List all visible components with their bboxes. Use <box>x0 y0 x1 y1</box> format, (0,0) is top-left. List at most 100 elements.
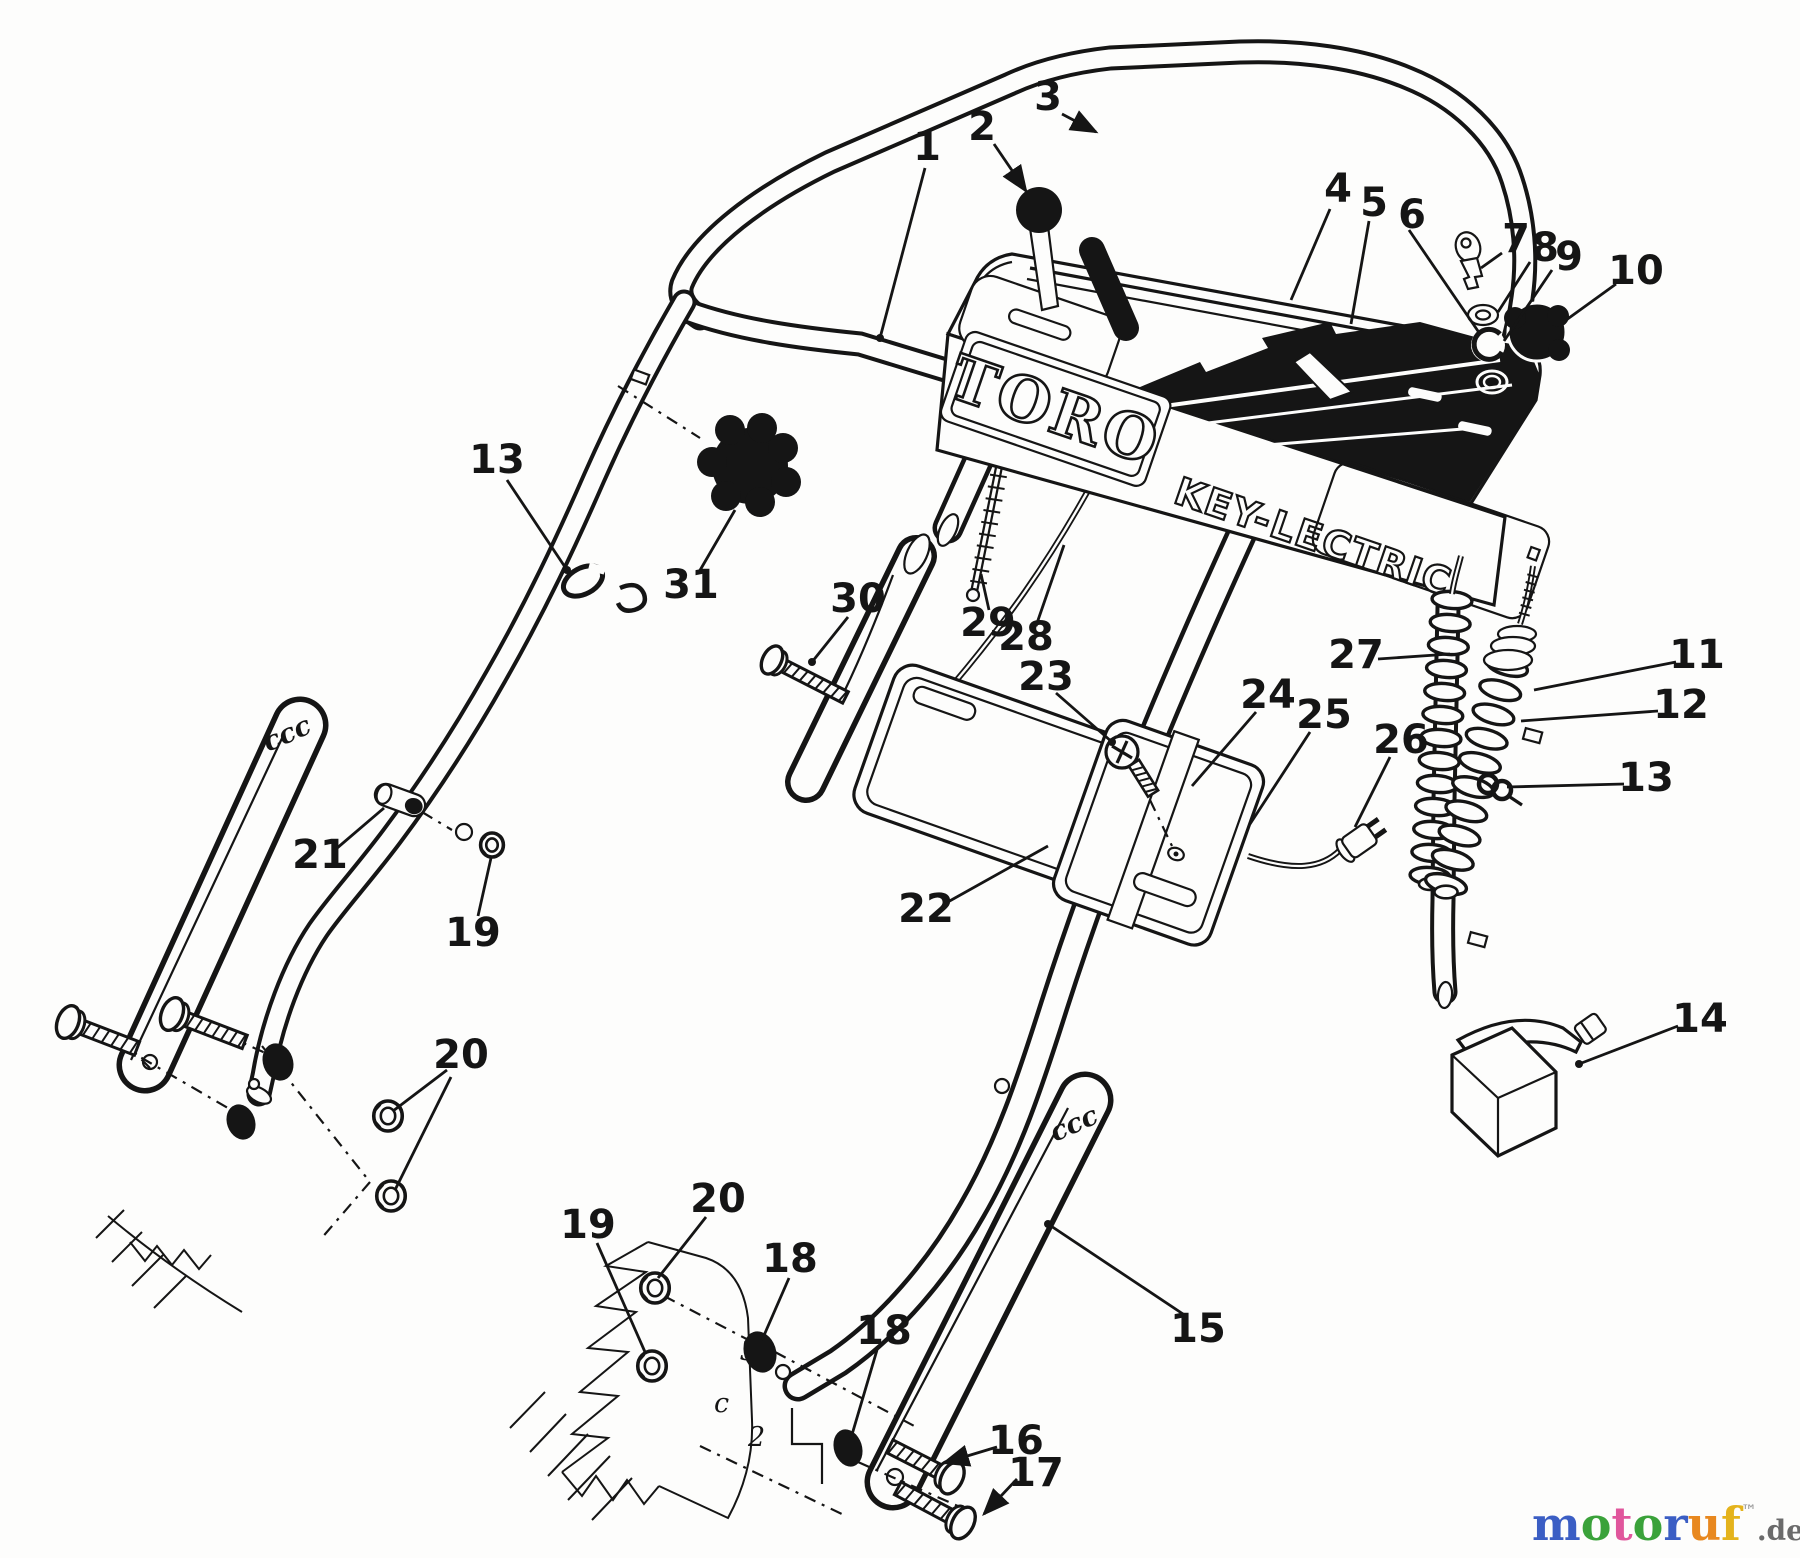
thread-tick <box>939 1507 951 1520</box>
bolt <box>884 1437 966 1496</box>
thread-tick <box>978 532 996 538</box>
left-lower-handle-tube <box>245 289 697 1107</box>
flange-nut <box>638 1271 672 1305</box>
battery-box <box>852 663 1266 947</box>
middle-hardware <box>635 644 977 1541</box>
callout-6: 6 <box>1398 192 1426 238</box>
callout-4: 4 <box>1324 166 1352 212</box>
pivot-pin-21 <box>373 782 474 842</box>
thread-tick <box>798 670 809 682</box>
j-hook <box>615 582 648 613</box>
tube-open-end <box>1436 980 1454 1010</box>
interlock-switch-box <box>1450 1012 1607 1158</box>
thread-tick <box>929 1463 940 1476</box>
cable-tab <box>629 368 651 386</box>
bolt <box>158 995 250 1051</box>
flange-nut <box>635 1349 669 1383</box>
indicator-wedge <box>1292 350 1354 402</box>
box-slot <box>912 685 977 721</box>
thread-tick <box>976 544 994 549</box>
thread-tick <box>1518 611 1530 617</box>
thread-tick <box>974 556 992 561</box>
callout-5: 5 <box>1360 180 1388 226</box>
thread-tick <box>904 1450 915 1463</box>
thread-tick <box>129 1040 139 1054</box>
battery-screw-23 <box>1104 734 1173 847</box>
callout-7: 7 <box>1502 216 1530 262</box>
rubber-grommet <box>226 1104 256 1140</box>
handle-grip <box>785 533 937 803</box>
thread-tick <box>202 1021 213 1035</box>
deck-mark: c <box>714 1388 729 1419</box>
thread-tick <box>185 1014 196 1028</box>
callout-12: 12 <box>1653 682 1709 728</box>
shift-lever-grip <box>1079 237 1139 341</box>
bolt <box>892 1479 977 1541</box>
handle-knob-31 <box>617 385 801 517</box>
thread-tick <box>1132 766 1143 772</box>
wm-letter: t <box>1611 1497 1633 1551</box>
coil-turn <box>1424 658 1469 680</box>
thread-tick <box>983 509 1001 514</box>
thread-tick <box>972 568 990 573</box>
flange-nut <box>374 1179 408 1213</box>
right-handle-brace-strap: ccc <box>864 1071 1114 1511</box>
coil-turn <box>1417 750 1461 772</box>
control-panel: TORO KEY-LECTRIC <box>935 187 1570 620</box>
thread-tick <box>110 1033 120 1047</box>
cable-tab <box>1521 726 1544 745</box>
thread-tick <box>989 473 1007 479</box>
left-hardware <box>54 831 506 1213</box>
thread-tick <box>783 662 793 674</box>
thread-tick <box>904 1488 916 1501</box>
snap-ring <box>1471 326 1505 362</box>
callout-26: 26 <box>1373 717 1429 763</box>
thread-tick <box>1527 573 1539 579</box>
callout-19m: 19 <box>560 1202 616 1248</box>
callout-labels: 1 2 3 4 5 6 7 8 9 10 11 12 13 13 14 15 1… <box>292 74 1728 1496</box>
callout-13l: 13 <box>469 437 525 483</box>
coil-turn <box>1423 681 1467 703</box>
deck-mark: 2 <box>747 1422 765 1453</box>
flange-nut <box>478 831 506 859</box>
thread-tick <box>100 1030 111 1043</box>
callout-18a: 18 <box>762 1236 818 1282</box>
bolt <box>54 1003 142 1058</box>
ignition-key <box>1454 231 1484 291</box>
handle-grip-stub <box>932 434 999 547</box>
thread-tick <box>912 1454 923 1467</box>
switch-connector <box>1573 1012 1607 1045</box>
thread-tick <box>838 690 848 702</box>
ignition-knob <box>1504 301 1570 363</box>
thread-tick <box>806 674 817 686</box>
thread-tick <box>1522 596 1534 602</box>
cable-tab <box>1466 930 1489 949</box>
right-lower-handle-tube <box>774 482 1274 1402</box>
callout-21: 21 <box>292 832 348 878</box>
leader-lines <box>335 110 1679 1517</box>
watermark-motoruf: motoruf™.de <box>1532 1497 1800 1551</box>
callout-17: 17 <box>1008 1450 1064 1496</box>
callout-19l: 19 <box>445 910 501 956</box>
thread-tick <box>1525 581 1537 586</box>
thread-tick <box>194 1017 204 1031</box>
wm-suffix: .de <box>1757 1514 1800 1547</box>
callout-23: 23 <box>1018 654 1074 700</box>
thread-tick <box>220 1027 230 1041</box>
callout-20m: 20 <box>690 1176 746 1222</box>
mount-hole <box>774 1363 792 1381</box>
shift-slot <box>1007 308 1072 341</box>
wm-letter: u <box>1688 1497 1721 1551</box>
callout-27: 27 <box>1328 632 1384 678</box>
coil-turn <box>1444 799 1489 824</box>
thread-tick <box>887 1441 898 1454</box>
thread-tick <box>1523 588 1535 594</box>
rope-guide-clip-13 <box>560 562 648 613</box>
grip-open-end <box>903 533 931 575</box>
callout-18b: 18 <box>856 1308 912 1354</box>
callout-22: 22 <box>898 886 954 932</box>
wm-letter: o <box>1581 1497 1612 1551</box>
bolt <box>759 644 851 706</box>
